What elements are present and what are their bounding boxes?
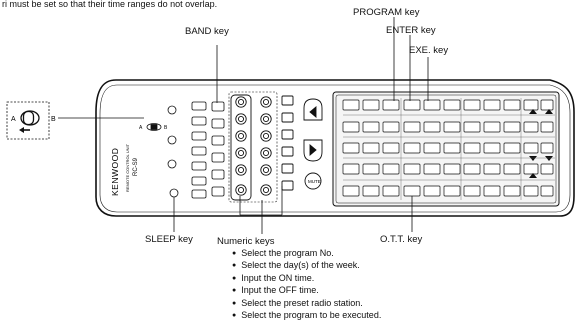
exe-key-label: EXE. key xyxy=(409,46,448,56)
band-button xyxy=(212,102,224,111)
band-key-column xyxy=(192,102,224,198)
sleep-key-label: SLEEP key xyxy=(145,235,193,245)
switch-a-mark: A xyxy=(139,125,143,131)
volume-controls xyxy=(304,99,322,189)
dual-button xyxy=(168,160,176,168)
inset-label-a: A xyxy=(11,116,16,123)
function-item: Select the program No. xyxy=(232,248,381,260)
numeric-functions-list: Select the program No. Select the day(s)… xyxy=(232,248,381,322)
program-button xyxy=(383,100,399,110)
mute-label: MUTE xyxy=(308,179,321,184)
program-key-label: PROGRAM key xyxy=(353,8,420,18)
numeric-keypad xyxy=(229,92,293,202)
dimmer-button xyxy=(168,136,176,144)
exe-button xyxy=(424,100,440,110)
inset-label-b: B xyxy=(51,116,56,123)
enter-button xyxy=(404,100,420,110)
brand-logo: KENWOOD xyxy=(110,148,120,196)
function-item: Select the preset radio station. xyxy=(232,298,381,310)
numeric-keys-label: Numeric keys xyxy=(217,237,275,247)
remote-slide-switch xyxy=(147,124,161,131)
function-item: Input the ON time. xyxy=(232,273,381,285)
ott-key-label: O.T.T. key xyxy=(380,235,422,245)
sleep-button xyxy=(170,189,178,197)
band-key-label: BAND key xyxy=(185,27,229,37)
function-item: Input the OFF time. xyxy=(232,285,381,297)
ott-button xyxy=(404,186,420,196)
enter-key-label: ENTER key xyxy=(386,26,436,36)
function-item: Select the program to be executed. xyxy=(232,310,381,322)
remote-model: RC-S9 xyxy=(133,157,139,176)
function-item: Select the day(s) of the week. xyxy=(232,260,381,272)
remote-subtitle: REMOTE CONTROL UNIT xyxy=(125,143,130,192)
display-button xyxy=(168,106,176,114)
switch-b-mark: B xyxy=(164,125,168,131)
left-key-column xyxy=(168,106,178,197)
